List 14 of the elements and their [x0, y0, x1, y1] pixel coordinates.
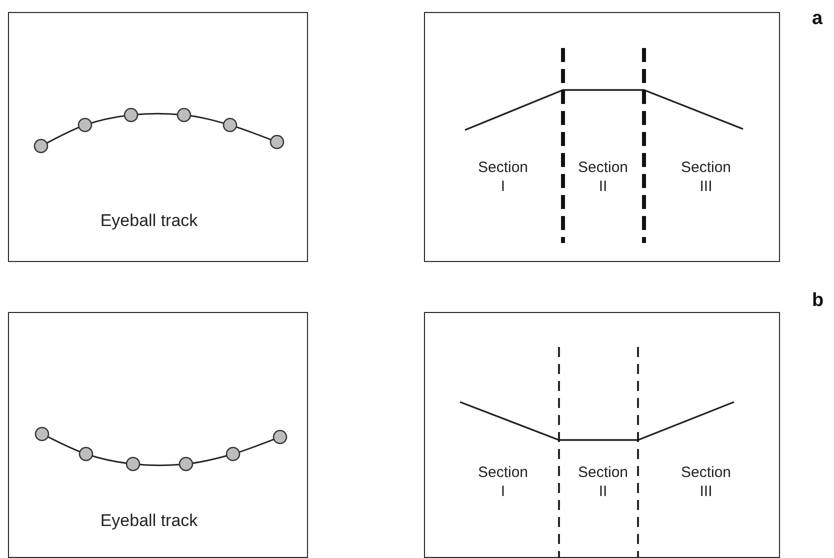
panel-frame — [8, 312, 308, 558]
section-label: Section III — [680, 158, 732, 196]
panel-caption: Eyeball track — [100, 511, 198, 531]
section-label: Section I — [476, 463, 530, 501]
panel-frame — [8, 12, 308, 262]
section-label: Section II — [576, 158, 630, 196]
panel-frame — [424, 12, 780, 262]
panel-letter: b — [812, 290, 824, 312]
panel-letter: a — [812, 8, 823, 30]
section-label: Section II — [576, 463, 630, 501]
panel-caption: Eyeball track — [100, 211, 198, 231]
panel-frame — [424, 312, 780, 558]
section-label: Section III — [680, 463, 732, 501]
section-label: Section I — [476, 158, 530, 196]
